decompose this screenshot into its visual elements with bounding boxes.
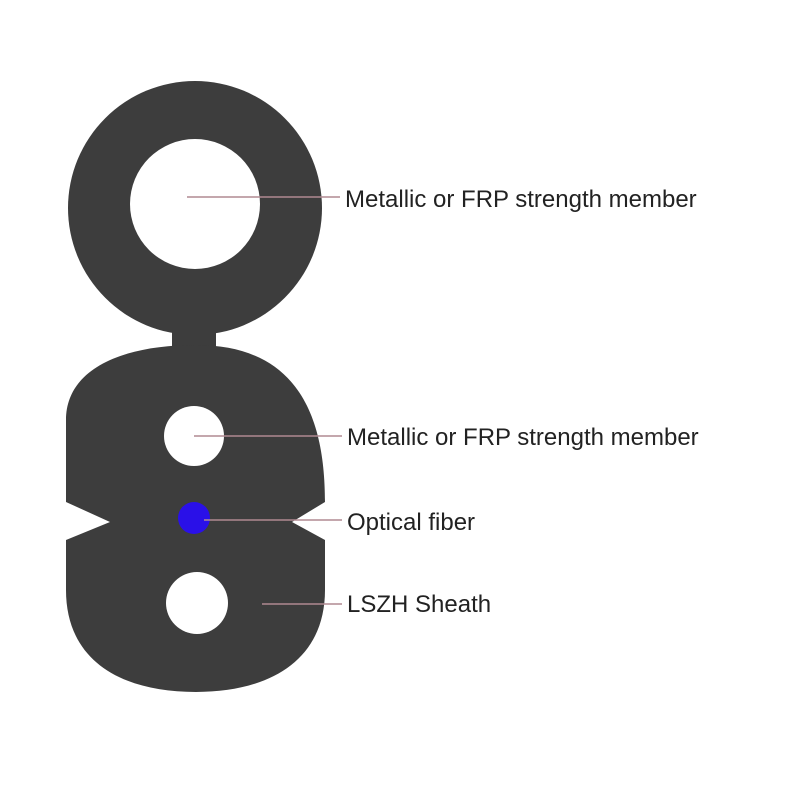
messenger-sheath <box>68 81 322 335</box>
optical-fiber-dot <box>178 502 210 534</box>
label-sheath: LSZH Sheath <box>347 591 492 618</box>
label-optical-fiber: Optical fiber <box>347 509 476 536</box>
label-inner-strength-member: Metallic or FRP strength member <box>347 424 699 451</box>
label-top-strength-member: Metallic or FRP strength member <box>345 186 697 213</box>
